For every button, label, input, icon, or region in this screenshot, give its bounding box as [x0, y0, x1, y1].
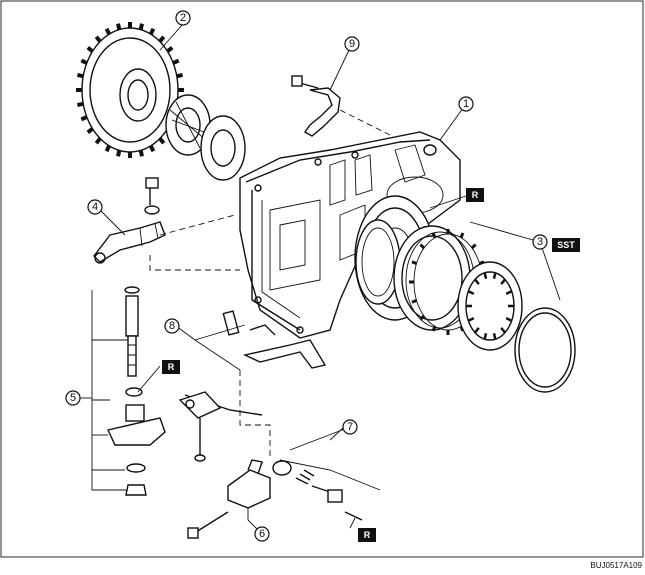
callout-2: 2 — [175, 10, 191, 26]
tooth-mark — [148, 27, 156, 35]
tooth-mark — [138, 23, 144, 31]
tag-replace-left-label: R — [168, 362, 175, 372]
tooth-mark — [166, 46, 174, 53]
tooth-mark — [176, 72, 184, 79]
figure-frame — [0, 0, 644, 558]
tooth-mark — [86, 127, 94, 134]
tooth-mark — [419, 243, 426, 250]
callout-4-label: 4 — [92, 201, 98, 213]
tooth-mark — [474, 278, 480, 285]
tooth-mark — [116, 149, 122, 157]
tooth-mark — [500, 327, 506, 334]
callout-1: 1 — [458, 96, 474, 112]
callout-7: 7 — [342, 419, 358, 435]
callout-8-label: 8 — [169, 320, 175, 332]
part-seal-ring — [355, 219, 401, 305]
callout-1-label: 1 — [463, 98, 469, 110]
callout-2-label: 2 — [180, 12, 186, 24]
tooth-mark — [86, 46, 94, 53]
tooth-mark — [138, 149, 144, 157]
tooth-mark — [76, 101, 84, 108]
callout-9-label: 9 — [349, 38, 355, 50]
part-plunger-set — [272, 424, 381, 521]
tooth-mark — [492, 272, 497, 279]
tooth-mark — [94, 137, 102, 145]
tag-sst: SST — [552, 238, 580, 252]
tag-replace-top: R — [466, 188, 484, 202]
part-valve-assembly — [91, 286, 166, 496]
tooth-mark — [80, 58, 88, 65]
callout-5: 5 — [65, 390, 81, 406]
callout-9: 9 — [344, 36, 360, 52]
tag-replace-left: R — [162, 360, 180, 374]
callout-3-label: 3 — [537, 236, 543, 248]
tooth-mark — [467, 316, 475, 322]
tooth-mark — [158, 137, 166, 145]
tooth-mark — [459, 232, 465, 239]
callout-6: 6 — [254, 526, 270, 542]
callout-3: 3 — [532, 234, 548, 250]
tooth-mark — [483, 333, 488, 340]
tooth-mark — [80, 115, 88, 122]
part-sensor — [187, 459, 271, 539]
part-snap-ring — [514, 307, 576, 393]
tooth-mark — [148, 145, 156, 153]
tooth-mark — [500, 278, 506, 285]
part-thrust-washer — [200, 115, 246, 181]
tooth-mark — [419, 314, 426, 321]
tooth-mark — [431, 232, 437, 239]
tag-replace-bottom-label: R — [364, 530, 371, 540]
tooth-mark — [483, 272, 488, 279]
callout-5-label: 5 — [70, 392, 76, 404]
tooth-mark — [172, 58, 180, 65]
tooth-mark — [505, 290, 513, 296]
tooth-mark — [467, 290, 475, 296]
tooth-mark — [474, 327, 480, 334]
callout-7-label: 7 — [347, 421, 353, 433]
tooth-mark — [470, 243, 477, 250]
tag-sst-label: SST — [557, 240, 575, 250]
tooth-mark — [104, 27, 112, 35]
part-lever — [93, 177, 240, 271]
tooth-mark — [76, 72, 84, 79]
tooth-mark — [492, 333, 497, 340]
tag-replace-bottom: R — [358, 528, 376, 542]
tag-replace-top-label: R — [472, 190, 479, 200]
tooth-mark — [94, 35, 102, 43]
part-bracket-pipe — [291, 75, 391, 137]
callout-4: 4 — [87, 199, 103, 215]
tooth-mark — [411, 299, 418, 304]
callout-8: 8 — [164, 318, 180, 334]
tooth-mark — [431, 325, 437, 332]
tooth-mark — [505, 316, 513, 322]
callout-6-label: 6 — [259, 528, 265, 540]
tooth-mark — [104, 145, 112, 153]
tooth-mark — [158, 35, 166, 43]
figure-code: BUJ0517A109 — [590, 561, 642, 570]
part-detent-assembly — [178, 310, 327, 462]
tooth-mark — [411, 260, 418, 265]
part-retaining-plate — [457, 261, 523, 351]
tooth-mark — [116, 23, 122, 31]
